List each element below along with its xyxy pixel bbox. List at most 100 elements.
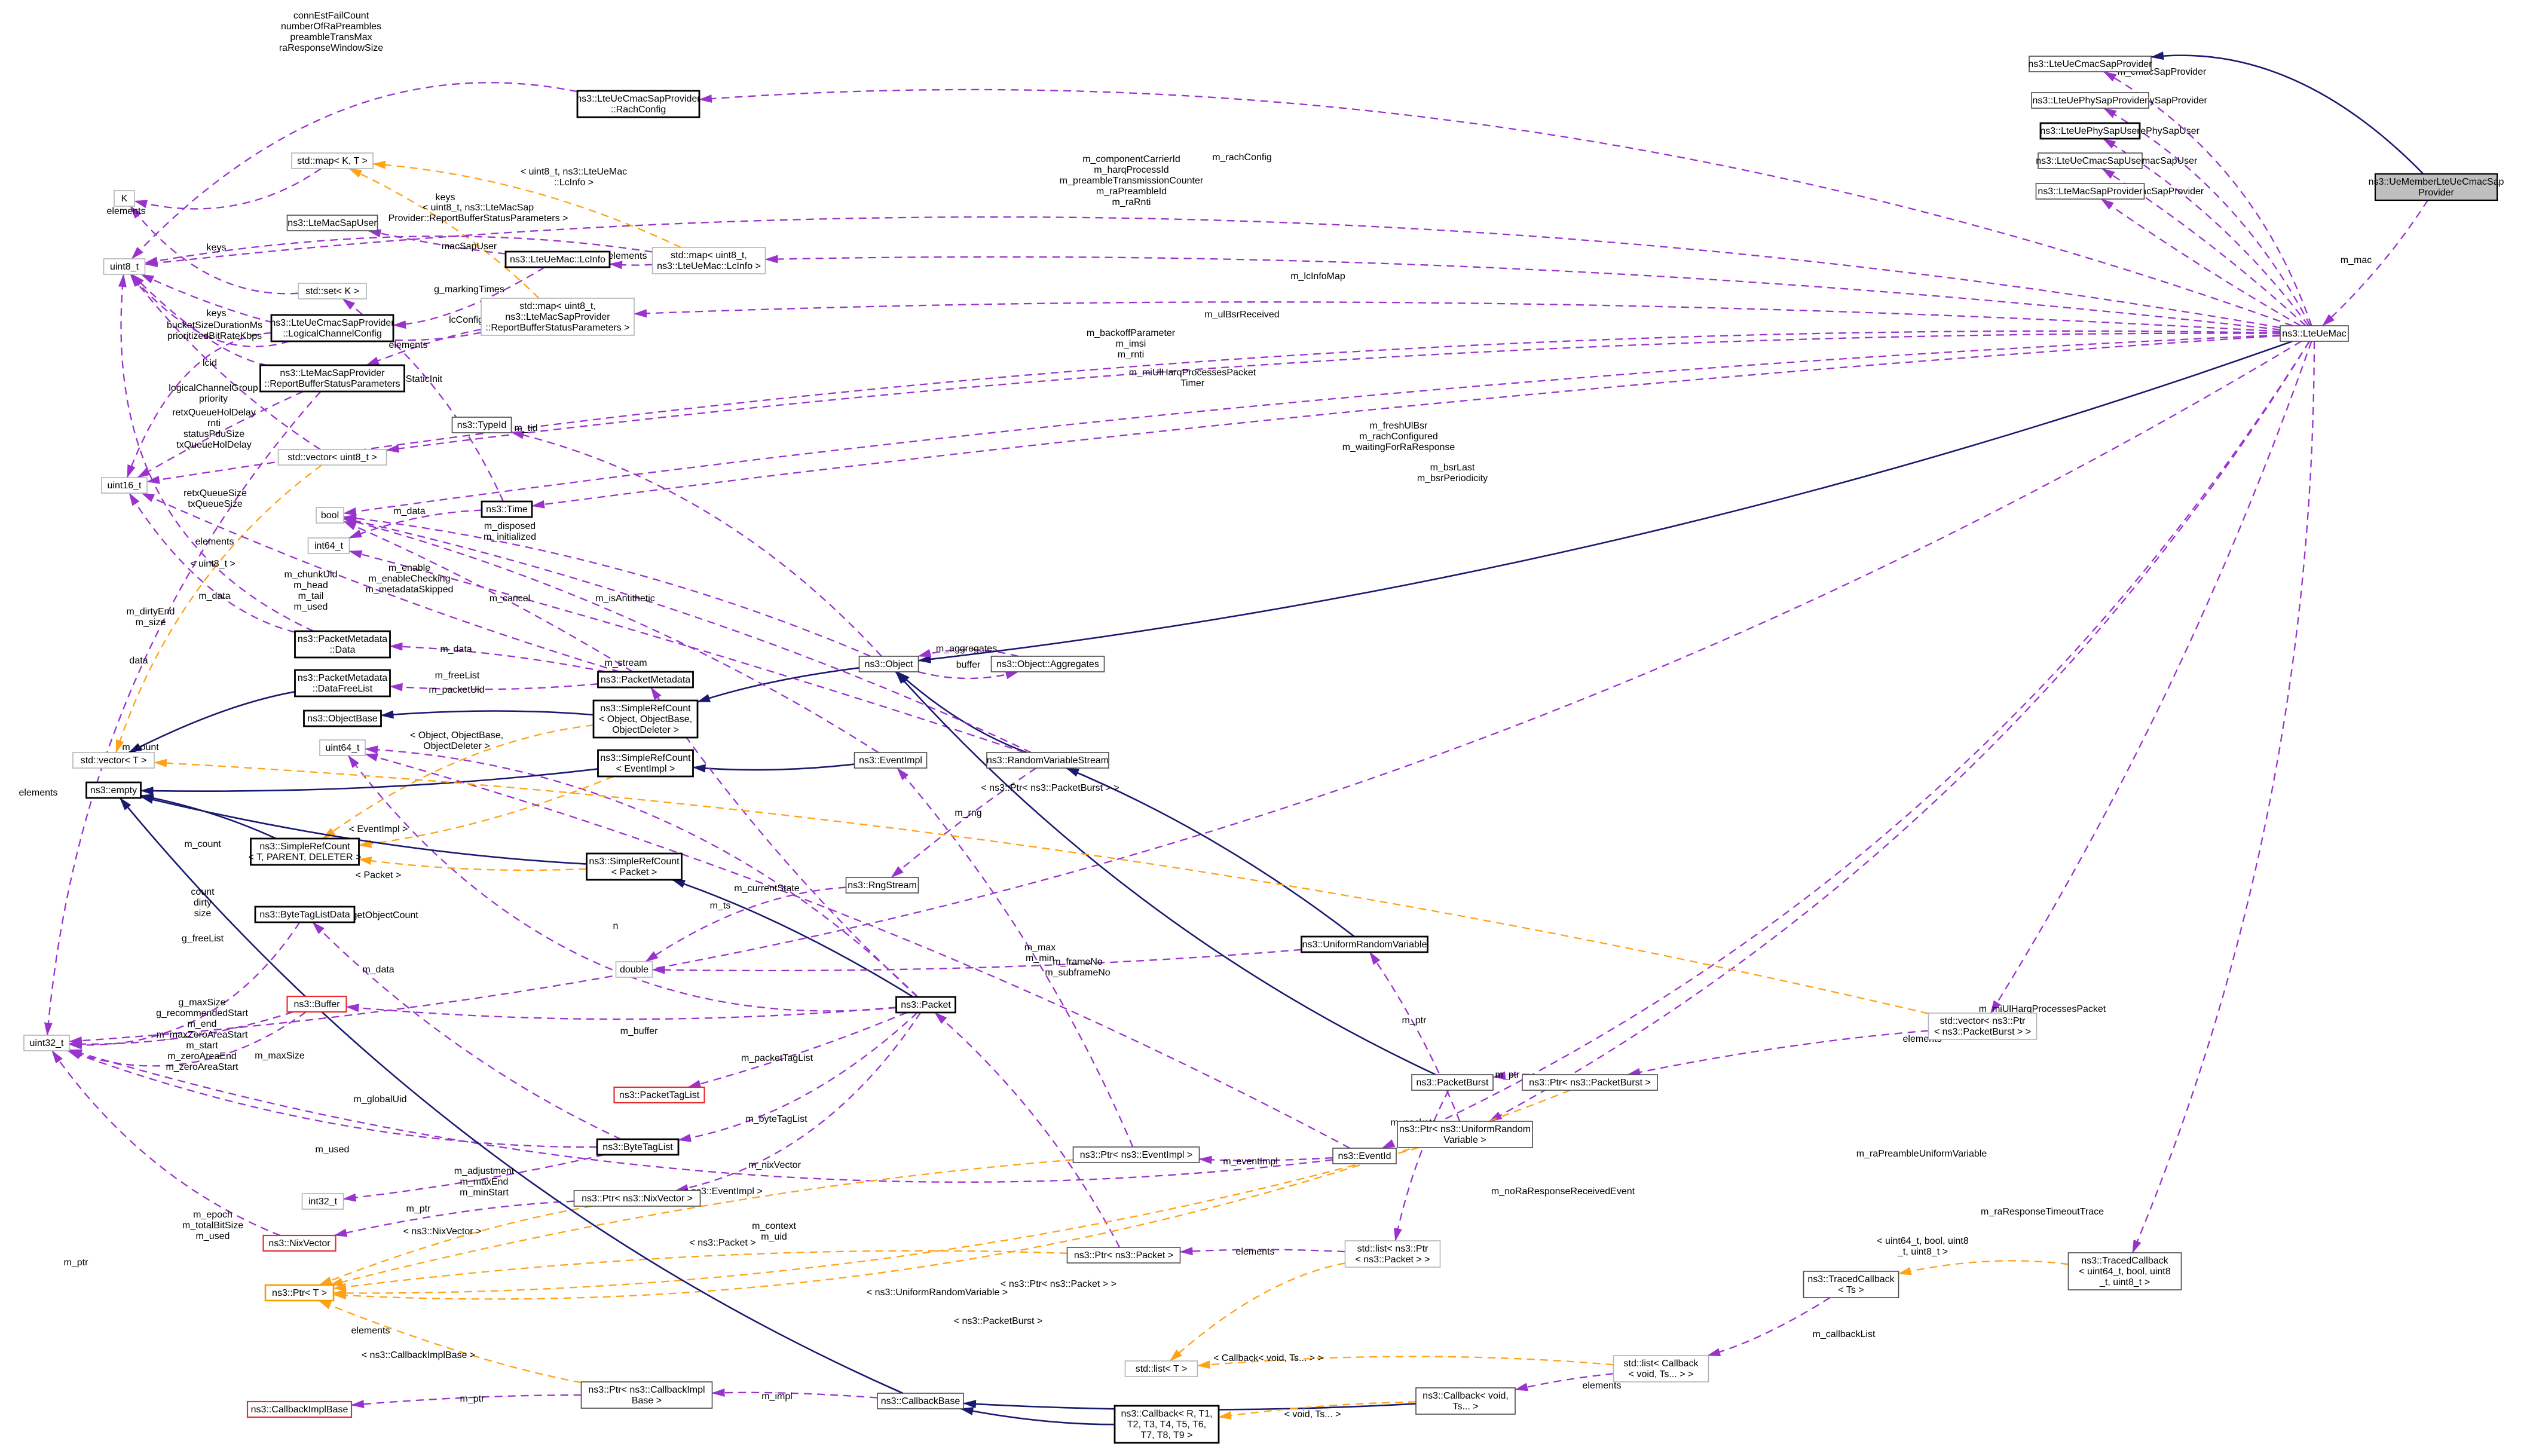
node-nix[interactable]: ns3::NixVector — [262, 1234, 336, 1252]
node-pm[interactable]: ns3::PacketMetadata — [597, 671, 694, 689]
node-listPtrPacket[interactable]: std::list< ns3::Ptr< ns3::Packet > > — [1344, 1240, 1441, 1268]
node-bool[interactable]: bool — [316, 507, 344, 524]
node-ptl[interactable]: ns3::PacketTagList — [613, 1086, 705, 1104]
node-tracedCbTs[interactable]: ns3::TracedCallback< Ts > — [1803, 1271, 1899, 1298]
node-objectBase[interactable]: ns3::ObjectBase — [303, 709, 382, 727]
edge-label-39: m_count — [184, 839, 221, 849]
node-K[interactable]: K — [114, 190, 135, 207]
node-box-srcTPD — [250, 837, 360, 866]
node-eventId[interactable]: ns3::EventId — [1332, 1148, 1397, 1164]
edge-label-34: m_packetUid — [429, 685, 484, 695]
node-tracedCb4[interactable]: ns3::TracedCallback< uint64_t, bool, uin… — [2067, 1252, 2182, 1290]
edge-callbackBase-ptrCIB — [711, 1388, 878, 1399]
edge-eventImpl-bool — [343, 518, 879, 753]
node-ptrPacket[interactable]: ns3::Ptr< ns3::Packet > — [1066, 1247, 1181, 1264]
node-double[interactable]: double — [615, 961, 653, 978]
node-rvs[interactable]: ns3::RandomVariableStream — [986, 752, 1109, 769]
node-typeId[interactable]: ns3::TypeId — [451, 417, 512, 433]
node-lteUePhySapUser[interactable]: ns3::LteUePhySapUser — [2039, 122, 2141, 140]
node-box-typeId — [451, 417, 512, 433]
node-label-srcObj: ns3::SimpleRefCount< Object, ObjectBase,… — [599, 703, 692, 735]
edge-ptrPacket-ptrT — [333, 1250, 1067, 1292]
edge-rachConfig-uint8 — [131, 82, 578, 259]
node-srcPkt[interactable]: ns3::SimpleRefCount< Packet > — [586, 852, 683, 881]
node-setK[interactable]: std::set< K > — [298, 283, 367, 299]
node-uniformRV[interactable]: ns3::UniformRandomVariable — [1301, 935, 1428, 953]
node-object[interactable]: ns3::Object — [858, 656, 919, 672]
node-eventImpl[interactable]: ns3::EventImpl — [854, 752, 928, 769]
node-vecU8[interactable]: std::vector< uint8_t > — [277, 449, 387, 466]
node-label-srcPkt: ns3::SimpleRefCount< Packet > — [589, 857, 680, 877]
node-srcTPD[interactable]: ns3::SimpleRefCount< T, PARENT, DELETER … — [249, 837, 362, 866]
node-vecT[interactable]: std::vector< T > — [72, 752, 155, 769]
node-logChCfg[interactable]: ns3::LteUeCmacSapProvider::LogicalChanne… — [270, 314, 394, 342]
node-time[interactable]: ns3::Time — [481, 500, 533, 518]
edge-label-6: < uint8_t, ns3::LteUeMac::LcInfo > — [521, 167, 627, 188]
node-uint16[interactable]: uint16_t — [101, 477, 148, 494]
edge-vecU8-uint8 — [130, 274, 321, 450]
edge-label-95: m_lcInfoMap — [1290, 271, 1345, 282]
node-empty[interactable]: ns3::empty — [85, 781, 142, 799]
edge-label-57: m_ptr — [1402, 1015, 1427, 1026]
edge-label-37: m_count — [122, 742, 159, 753]
node-ptrEvt[interactable]: ns3::Ptr< ns3::EventImpl > — [1072, 1146, 1200, 1163]
node-rachConfig[interactable]: ns3::LteUeCmacSapProvider::RachConfig — [576, 90, 700, 118]
node-mapKT[interactable]: std::map< K, T > — [291, 152, 374, 169]
node-mapLcInfo[interactable]: std::map< uint8_t,ns3::LteUeMac::LcInfo … — [651, 247, 766, 274]
node-callbackBase[interactable]: ns3::CallbackBase — [877, 1393, 964, 1409]
node-btl[interactable]: ns3::ByteTagList — [596, 1138, 680, 1156]
node-pmData[interactable]: ns3::PacketMetadata::Data — [294, 630, 391, 659]
edge-label-30: m_isAntithetic — [595, 594, 655, 604]
node-uint64[interactable]: uint64_t — [319, 739, 366, 756]
node-ptrNix[interactable]: ns3::Ptr< ns3::NixVector > — [573, 1190, 701, 1207]
node-lteUeMac[interactable]: ns3::LteUeMac — [2280, 325, 2349, 342]
node-listCallback[interactable]: std::list< Callback< void, Ts... > > — [1613, 1355, 1709, 1382]
node-callbackVoid[interactable]: ns3::Callback< void,Ts... > — [1415, 1387, 1516, 1415]
node-ptrT[interactable]: ns3::Ptr< T > — [264, 1284, 335, 1302]
edge-ptrEvt-eventImpl — [897, 767, 1134, 1148]
edge-srcPkt-srcTPD — [358, 857, 587, 871]
node-listT[interactable]: std::list< T > — [1124, 1360, 1198, 1377]
node-rng[interactable]: ns3::RngStream — [845, 877, 919, 894]
node-lcInfo[interactable]: ns3::LteUeMac::LcInfo — [504, 250, 611, 268]
node-vecPtrPB[interactable]: std::vector< ns3::Ptr< ns3::PacketBurst … — [1928, 1013, 2038, 1040]
node-lteUeCmacSapUser[interactable]: ns3::LteUeCmacSapUser — [2036, 152, 2145, 169]
edge-label-20: < uint8_t > — [190, 559, 235, 569]
edge-label-21: m_tid — [514, 423, 537, 433]
node-cib[interactable]: ns3::CallbackImplBase — [246, 1400, 353, 1418]
node-rbsp[interactable]: ns3::LteMacSapProvider::ReportBufferStat… — [259, 364, 405, 393]
node-box-nix — [262, 1234, 336, 1252]
edge-label-103: m_uePhySapUser — [2122, 126, 2200, 136]
node-box-tracedCbTs — [1803, 1271, 1899, 1298]
node-callbackR[interactable]: ns3::Callback< R, T1,T2, T3, T4, T5, T6,… — [1113, 1405, 1220, 1444]
node-buffer[interactable]: ns3::Buffer — [286, 995, 347, 1013]
node-label-logChCfg: ns3::LteUeCmacSapProvider::LogicalChanne… — [270, 318, 394, 339]
node-ptrPB[interactable]: ns3::Ptr< ns3::PacketBurst > — [1522, 1074, 1658, 1091]
node-int32[interactable]: int32_t — [301, 1193, 344, 1210]
node-uint32[interactable]: uint32_t — [23, 1035, 70, 1051]
node-lteUePhySapProvider[interactable]: ns3::LteUePhySapProvider — [2031, 92, 2149, 109]
node-packet[interactable]: ns3::Packet — [895, 996, 956, 1014]
node-lteMacSapUser[interactable]: ns3::LteMacSapUser — [286, 215, 378, 231]
node-uint8[interactable]: uint8_t — [103, 258, 146, 275]
node-aggregates[interactable]: ns3::Object::Aggregates — [990, 656, 1105, 672]
node-label-eventId: ns3::EventId — [1338, 1151, 1391, 1161]
node-pmFreeList[interactable]: ns3::PacketMetadata::DataFreeList — [294, 669, 391, 698]
edge-label-33: m_freeList — [435, 671, 480, 681]
node-srcEvt[interactable]: ns3::SimpleRefCount< EventImpl > — [597, 749, 694, 778]
node-lteUeCmacSapProvider[interactable]: ns3::LteUeCmacSapProvider — [2028, 56, 2152, 72]
node-packetBurst[interactable]: ns3::PacketBurst — [1411, 1074, 1494, 1091]
edge-callbackVoid-callbackR — [1218, 1401, 1417, 1420]
node-btlData[interactable]: ns3::ByteTagListData — [254, 906, 356, 923]
node-lteMacSapProvider[interactable]: ns3::LteMacSapProvider — [2035, 183, 2145, 200]
node-mapRBSP[interactable]: std::map< uint8_t,ns3::LteMacSapProvider… — [481, 298, 635, 336]
node-int64[interactable]: int64_t — [307, 537, 350, 554]
node-srcObj[interactable]: ns3::SimpleRefCount< Object, ObjectBase,… — [592, 699, 699, 739]
node-box-listPtrPacket — [1344, 1240, 1441, 1268]
